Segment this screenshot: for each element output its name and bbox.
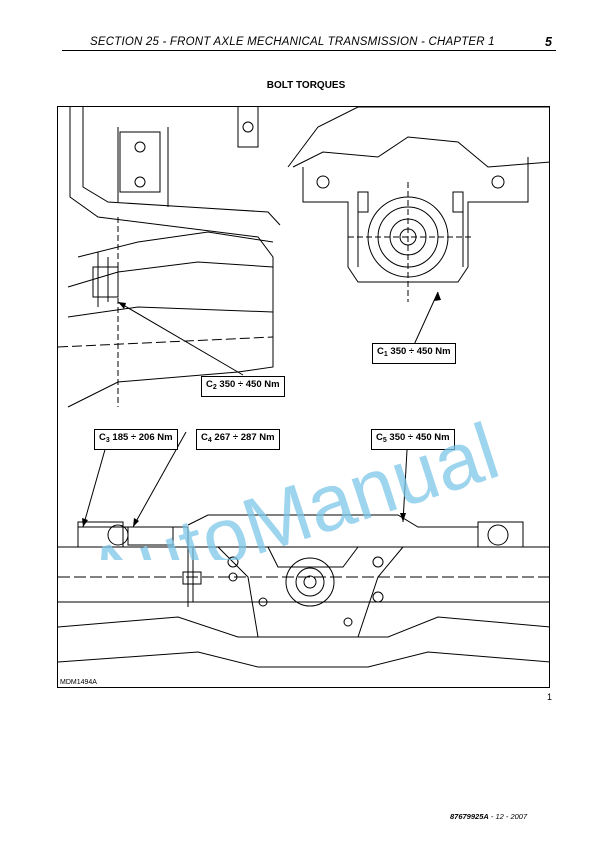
section-heading: BOLT TORQUES bbox=[266, 80, 346, 91]
callout-letter: C bbox=[201, 432, 208, 443]
callout-value: 350 ÷ 450 Nm bbox=[386, 432, 450, 443]
callout-value: 350 ÷ 450 Nm bbox=[216, 379, 280, 390]
callout-c3: C3 185 ÷ 206 Nm bbox=[94, 429, 178, 450]
section-header-title: SECTION 25 - FRONT AXLE MECHANICAL TRANS… bbox=[90, 36, 495, 48]
callout-letter: C bbox=[376, 432, 383, 443]
callout-subscript: 2 bbox=[212, 384, 217, 391]
technical-drawing-figure: C1 350 ÷ 450 Nm C2 350 ÷ 450 Nm C3 185 ÷… bbox=[57, 106, 550, 688]
axle-line-drawing bbox=[58, 107, 549, 668]
footer-date: - 12 - 2007 bbox=[488, 812, 528, 821]
callout-subscript: 4 bbox=[207, 437, 212, 444]
callout-c5: C5 350 ÷ 450 Nm bbox=[371, 429, 455, 450]
callout-subscript: 1 bbox=[383, 351, 388, 358]
callout-value: 185 ÷ 206 Nm bbox=[109, 432, 173, 443]
callout-c1: C1 350 ÷ 450 Nm bbox=[372, 343, 456, 364]
callout-value: 267 ÷ 287 Nm bbox=[211, 432, 275, 443]
callout-c2: C2 350 ÷ 450 Nm bbox=[201, 376, 285, 397]
callout-letter: C bbox=[99, 432, 106, 443]
figure-code: MDM1494A bbox=[60, 679, 97, 686]
header-divider bbox=[62, 50, 556, 51]
page-footer: 87679925A - 12 - 2007 bbox=[450, 812, 527, 821]
document-number: 87679925A bbox=[450, 812, 489, 821]
figure-number: 1 bbox=[547, 692, 553, 702]
callout-subscript: 5 bbox=[382, 437, 387, 444]
callout-subscript: 3 bbox=[105, 437, 110, 444]
page-number: 5 bbox=[545, 35, 552, 49]
callout-letter: C bbox=[377, 346, 384, 357]
callout-c4: C4 267 ÷ 287 Nm bbox=[196, 429, 280, 450]
callout-letter: C bbox=[206, 379, 213, 390]
callout-value: 350 ÷ 450 Nm bbox=[387, 346, 451, 357]
